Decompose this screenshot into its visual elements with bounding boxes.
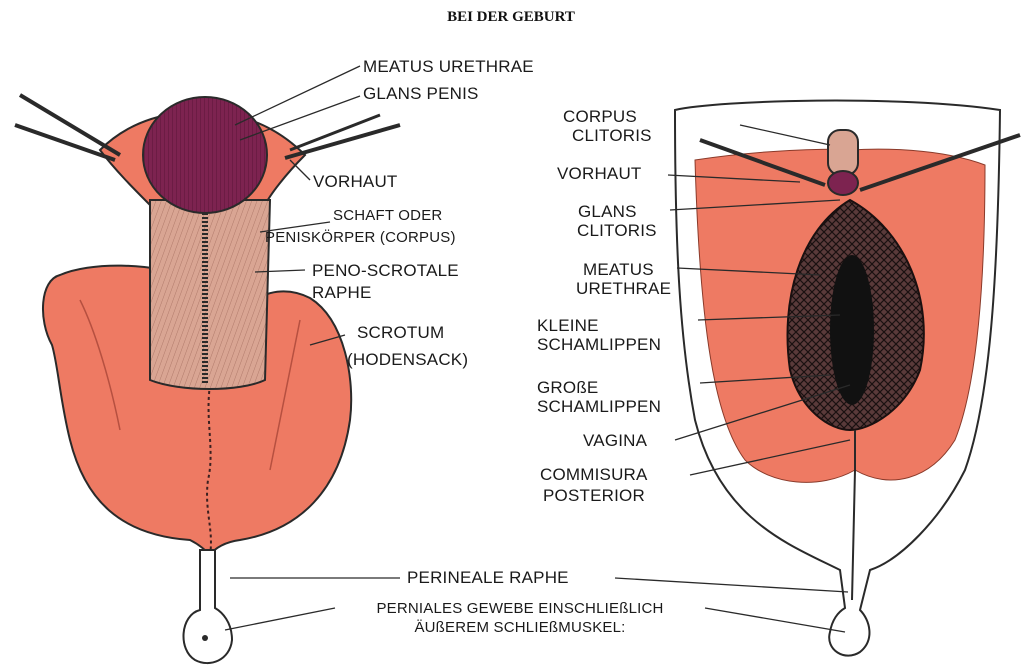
label-peno-scrotale-2: RAPHE bbox=[312, 283, 372, 302]
perineum-male bbox=[184, 550, 232, 663]
label-glans-clitoris-2: CLITORIS bbox=[577, 221, 657, 240]
label-meatus-urethrae-male: MEATUS URETHRAE bbox=[363, 57, 534, 76]
anus-male bbox=[202, 635, 208, 641]
label-kleine-1: KLEINE bbox=[537, 316, 599, 335]
label-commisura-2: POSTERIOR bbox=[543, 486, 645, 505]
female-figure bbox=[675, 101, 1020, 656]
label-peno-scrotale-1: PENO-SCROTALE bbox=[312, 261, 459, 280]
label-gewebe-1: PERNIALES GEWEBE EINSCHLIEßLICH bbox=[330, 600, 710, 617]
label-meatus-1: MEATUS bbox=[583, 260, 654, 279]
diagram-title: BEI DER GEBURT bbox=[0, 9, 1022, 26]
label-corpus-clitoris-2: CLITORIS bbox=[572, 126, 652, 145]
label-vagina: VAGINA bbox=[583, 431, 647, 450]
label-grosse-1: GROßE bbox=[537, 378, 598, 397]
vagina-shape bbox=[830, 255, 874, 405]
label-vorhaut-male: VORHAUT bbox=[313, 172, 398, 191]
label-gewebe-2: ÄUßEREM SCHLIEßMUSKEL: bbox=[330, 619, 710, 636]
label-corpus-clitoris-1: CORPUS bbox=[563, 107, 637, 126]
shaft-shape bbox=[150, 200, 270, 389]
label-perineale-raphe: PERINEALE RAPHE bbox=[407, 568, 569, 587]
label-kleine-2: SCHAMLIPPEN bbox=[537, 335, 661, 354]
label-grosse-2: SCHAMLIPPEN bbox=[537, 397, 661, 416]
corpus-clitoris-shape bbox=[828, 130, 858, 175]
label-glans-penis: GLANS PENIS bbox=[363, 84, 479, 103]
label-scrotum-2: (HODENSACK) bbox=[347, 350, 468, 369]
label-scrotum-1: SCROTUM bbox=[357, 323, 444, 342]
label-vorhaut-female: VORHAUT bbox=[557, 164, 642, 183]
label-schaft-2: PENISKÖRPER (CORPUS) bbox=[265, 229, 456, 246]
glans-clitoris-shape bbox=[828, 171, 858, 195]
label-glans-clitoris-1: GLANS bbox=[578, 202, 637, 221]
label-schaft-1: SCHAFT ODER bbox=[333, 207, 442, 224]
label-meatus-2: URETHRAE bbox=[576, 279, 671, 298]
glans-penis-shape bbox=[143, 97, 267, 213]
label-commisura-1: COMMISURA bbox=[540, 465, 648, 484]
